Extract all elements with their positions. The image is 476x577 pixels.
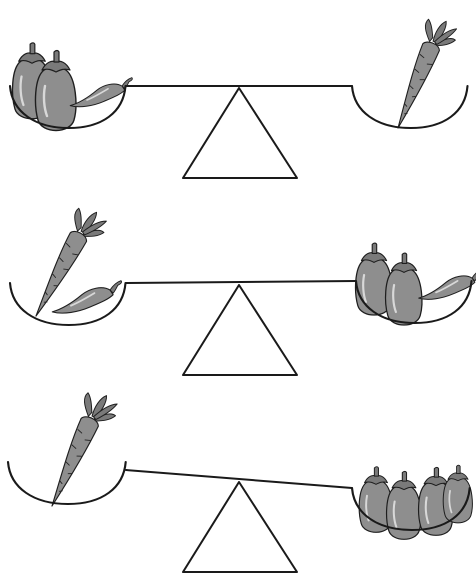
scale-3-beam — [125, 469, 353, 489]
balance-scale-1 — [8, 13, 469, 179]
balance-scale-2 — [8, 203, 476, 376]
pepper-1 — [69, 76, 134, 108]
eggplant-2b — [384, 251, 424, 327]
scale-2-fulcrum — [182, 284, 298, 376]
scale-1-fulcrum — [182, 87, 298, 179]
scale-2-beam — [125, 280, 357, 284]
scale-3-fulcrum — [182, 481, 298, 573]
carrot-3 — [38, 387, 123, 516]
pepper-2 — [51, 279, 123, 315]
balance-scale-3 — [6, 387, 474, 573]
